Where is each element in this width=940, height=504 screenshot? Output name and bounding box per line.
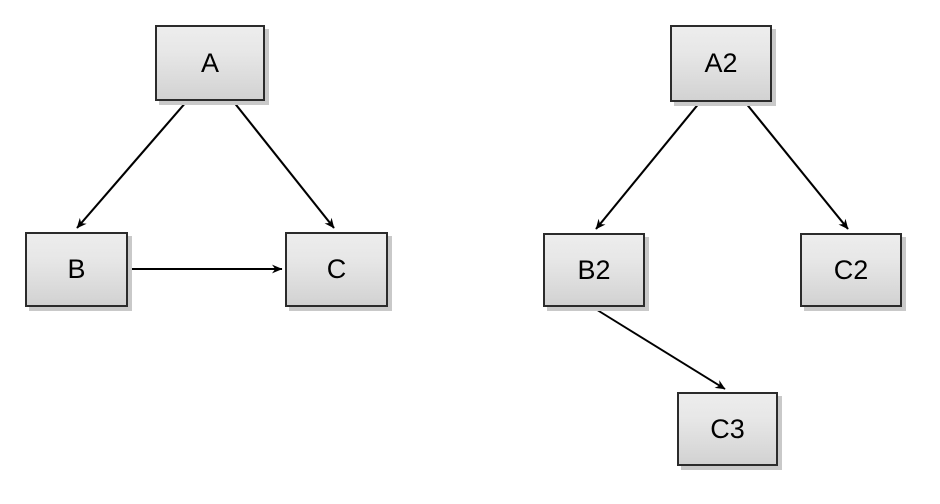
node-c2[interactable]: C2 <box>800 233 902 307</box>
node-b[interactable]: B <box>25 232 128 307</box>
node-c-label: C <box>326 254 347 284</box>
node-c3-label: C3 <box>710 413 745 444</box>
node-c2-label: C2 <box>833 254 869 285</box>
node-b2[interactable]: B2 <box>543 233 645 307</box>
edge-a2-to-b2 <box>595 101 701 230</box>
node-a-label: A <box>200 47 219 78</box>
node-b-label: B <box>67 254 86 284</box>
edge-a-to-b <box>76 100 188 229</box>
node-b2-label: B2 <box>577 254 611 285</box>
node-c3[interactable]: C3 <box>677 392 778 466</box>
edge-b2-to-c3 <box>593 307 726 390</box>
node-a2-label: A2 <box>704 48 738 78</box>
node-a[interactable]: A <box>155 25 265 101</box>
node-a2[interactable]: A2 <box>670 25 772 102</box>
edge-a2-to-c2 <box>744 101 849 230</box>
edge-a-to-c <box>232 100 335 229</box>
node-c[interactable]: C <box>285 232 388 307</box>
